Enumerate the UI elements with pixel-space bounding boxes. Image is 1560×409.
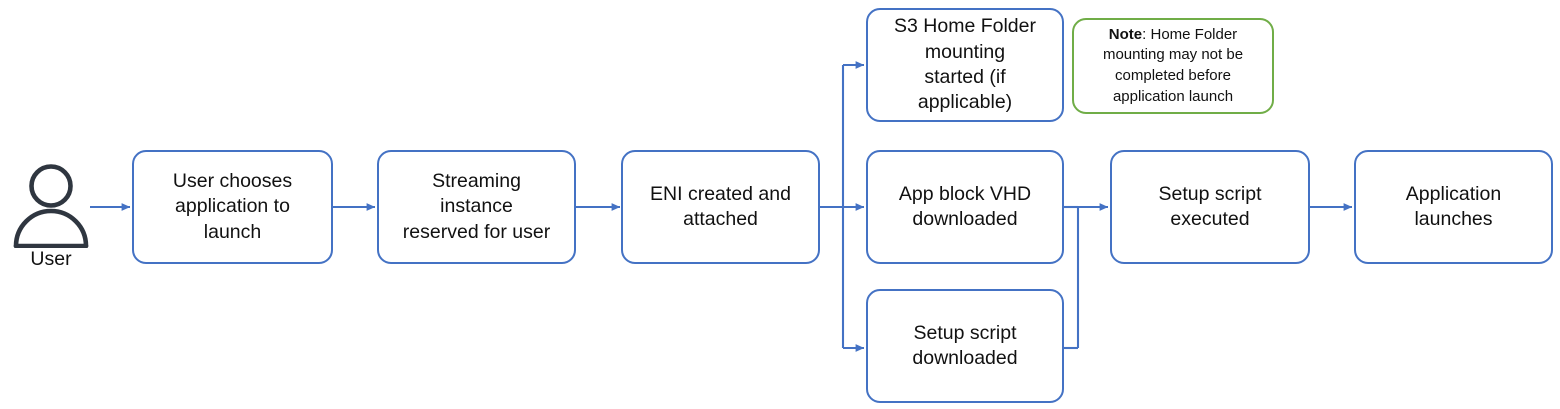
node-label: App block VHD downloaded xyxy=(898,182,1032,230)
note-separator: : xyxy=(1142,25,1151,43)
node-setup-script-downloaded[interactable]: Setup script downloaded xyxy=(866,289,1064,403)
node-label: Application launches xyxy=(1405,182,1502,230)
note-home-folder-mounting: Note: Home Folder mounting may not be co… xyxy=(1072,18,1274,114)
user-person-icon xyxy=(13,164,89,248)
node-label: Setup script downloaded xyxy=(912,321,1018,369)
node-label: ENI created and attached xyxy=(650,182,791,230)
node-eni-created-attached[interactable]: ENI created and attached xyxy=(621,150,820,264)
note-text: Note: Home Folder mounting may not be co… xyxy=(1083,25,1263,108)
note-label: Note xyxy=(1108,25,1143,43)
node-user-chooses-application[interactable]: User chooses application to launch xyxy=(132,150,333,264)
node-label: S3 Home Folder mounting started (if appl… xyxy=(894,15,1036,114)
node-label: User chooses application to launch xyxy=(172,169,293,243)
node-application-launches[interactable]: Application launches xyxy=(1354,150,1553,264)
node-app-block-vhd-downloaded[interactable]: App block VHD downloaded xyxy=(866,150,1064,264)
node-streaming-instance-reserved[interactable]: Streaming instance reserved for user xyxy=(377,150,576,264)
node-setup-script-executed[interactable]: Setup script executed xyxy=(1110,150,1310,264)
note-body: Home Folder mounting may not be complete… xyxy=(1102,25,1244,105)
node-label: Setup script executed xyxy=(1158,182,1262,230)
actor-user: User xyxy=(8,160,94,280)
node-label: Streaming instance reserved for user xyxy=(402,169,551,243)
actor-user-label: User xyxy=(30,248,72,270)
node-s3-home-folder-mounting[interactable]: S3 Home Folder mounting started (if appl… xyxy=(866,8,1064,122)
